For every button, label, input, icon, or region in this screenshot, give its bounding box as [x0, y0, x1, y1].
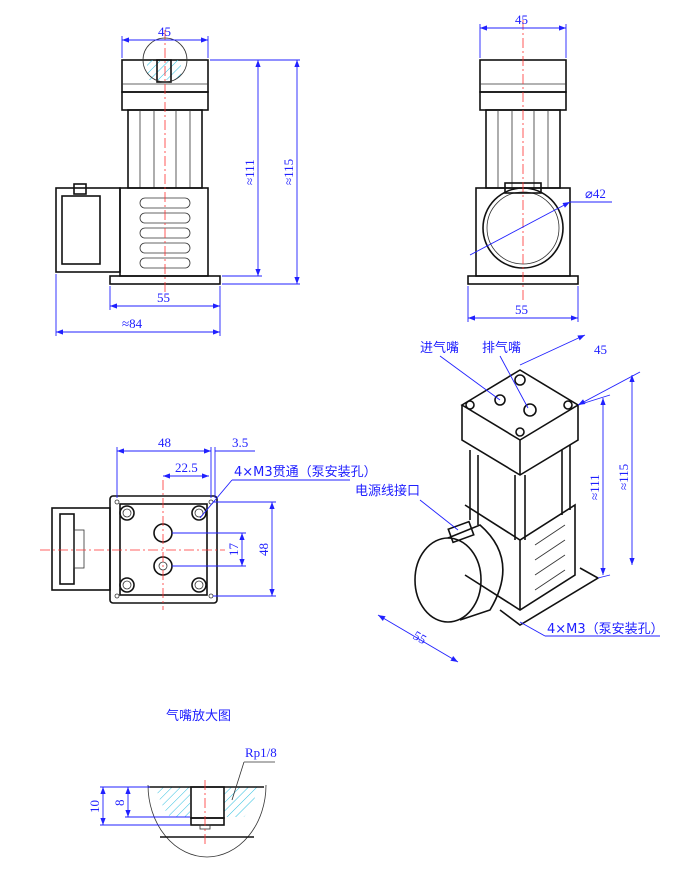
dim-top-height: 48: [256, 543, 271, 556]
side-view: 45 ⌀42 55: [467, 12, 612, 322]
dim-top-offset: 3.5: [232, 435, 248, 450]
iso-dim-body-height: ≈111: [587, 474, 602, 500]
iso-dim-base-width: 55: [411, 628, 430, 647]
top-view: 48 3.5 22.5 4×M3贯通（泵安装孔） 17 48: [40, 435, 377, 610]
detail-thread-label: Rp1/8: [245, 745, 277, 760]
iso-holes-note: 4×M3（泵安装孔）: [547, 622, 664, 637]
dim-side-base-width: 55: [515, 302, 528, 317]
detail-dim-total-depth: 10: [87, 800, 102, 813]
dim-top-port-spacing: 17: [226, 543, 241, 557]
dim-front-top-width: 45: [158, 24, 171, 39]
dim-front-base-width: 55: [157, 290, 170, 305]
dim-side-diameter: ⌀42: [585, 186, 606, 201]
iso-power-label: 电源线接口: [355, 483, 420, 499]
iso-outlet-label: 排气嘴: [482, 340, 521, 356]
iso-dim-total-height: ≈115: [616, 464, 631, 490]
top-holes-note: 4×M3贯通（泵安装孔）: [234, 465, 377, 480]
dim-top-width: 48: [158, 435, 171, 450]
detail-dim-thread-depth: 8: [112, 800, 127, 807]
iso-inlet-label: 进气嘴: [420, 340, 459, 356]
iso-view: 进气嘴 排气嘴 45 ≈111 ≈115 电源线接口 55 4×M3（泵安装孔）: [355, 334, 664, 663]
dim-front-total-height: ≈115: [281, 159, 296, 185]
detail-title: 气嘴放大图: [166, 708, 231, 724]
front-view: 45 ≈111 ≈115 55 ≈84: [55, 24, 300, 336]
detail-view: 气嘴放大图 Rp1/8 10 8: [87, 708, 277, 858]
dim-front-total-width: ≈84: [122, 316, 143, 331]
dim-top-port-offset: 22.5: [175, 460, 198, 475]
dim-side-top-width: 45: [515, 12, 528, 27]
iso-dim-top-width: 45: [594, 342, 607, 357]
dim-front-body-height: ≈111: [242, 159, 257, 185]
